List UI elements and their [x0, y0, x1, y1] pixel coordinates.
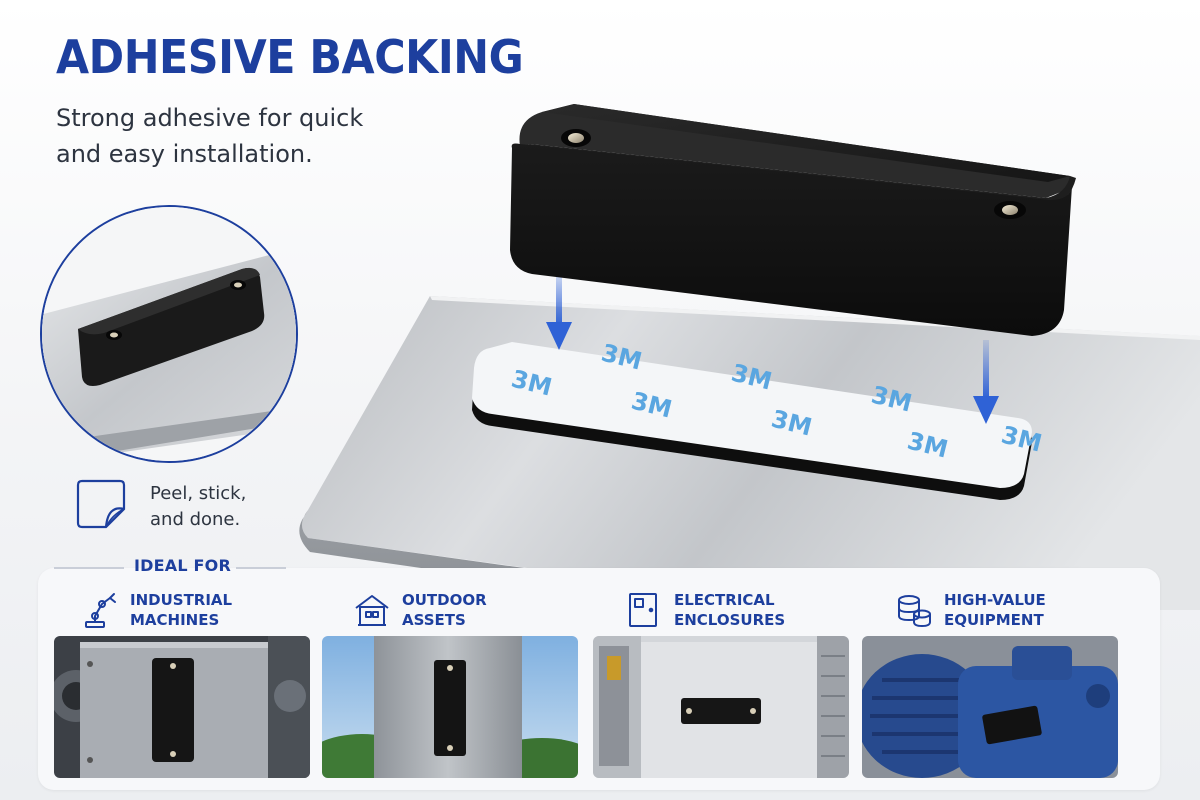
peel-sticker-icon [76, 479, 126, 529]
category-outdoor-assets: OUTDOOR ASSETS [352, 588, 487, 632]
peel-note: Peel, stick, and done. [150, 483, 247, 530]
headline: ADHESIVE BACKING [56, 30, 524, 84]
category-label: OUTDOOR ASSETS [402, 591, 487, 629]
ideal-for-label: IDEAL FOR [134, 556, 231, 575]
divider [236, 567, 286, 569]
photo-electrical-enclosure [593, 636, 849, 778]
photo-industrial-machine [54, 636, 310, 778]
category-label: HIGH-VALUE EQUIPMENT [944, 591, 1046, 629]
cabinet-icon [629, 593, 657, 627]
liner-print: 3M 3M 3M 3M 3M 3M 3M 3M [509, 339, 1045, 464]
subtitle: Strong adhesive for quick and easy insta… [56, 104, 364, 168]
category-label: INDUSTRIAL MACHINES [130, 591, 233, 629]
mount-block [78, 267, 265, 386]
coin-stack-icon [898, 595, 931, 628]
down-arrow-icon [546, 270, 572, 350]
category-high-value-equipment: HIGH-VALUE EQUIPMENT [894, 588, 1046, 632]
product-scene: 3M 3M 3M 3M 3M 3M 3M 3M [299, 104, 1200, 610]
adhesive-pad: 3M 3M 3M 3M 3M 3M 3M 3M [472, 339, 1045, 500]
photo-blue-motor [862, 636, 1118, 778]
category-industrial-machines: INDUSTRIAL MACHINES [80, 588, 232, 632]
divider [54, 567, 124, 569]
installed-zoom-view [40, 205, 298, 463]
down-arrow-icon [973, 340, 999, 424]
robot-arm-icon [85, 593, 116, 628]
category-label: ELECTRICAL ENCLOSURES [674, 591, 786, 629]
photo-outdoor-pole [322, 636, 578, 778]
house-icon [355, 595, 389, 626]
category-electrical-enclosures: ELECTRICAL ENCLOSURES [624, 588, 785, 632]
mount-block [510, 104, 1076, 336]
